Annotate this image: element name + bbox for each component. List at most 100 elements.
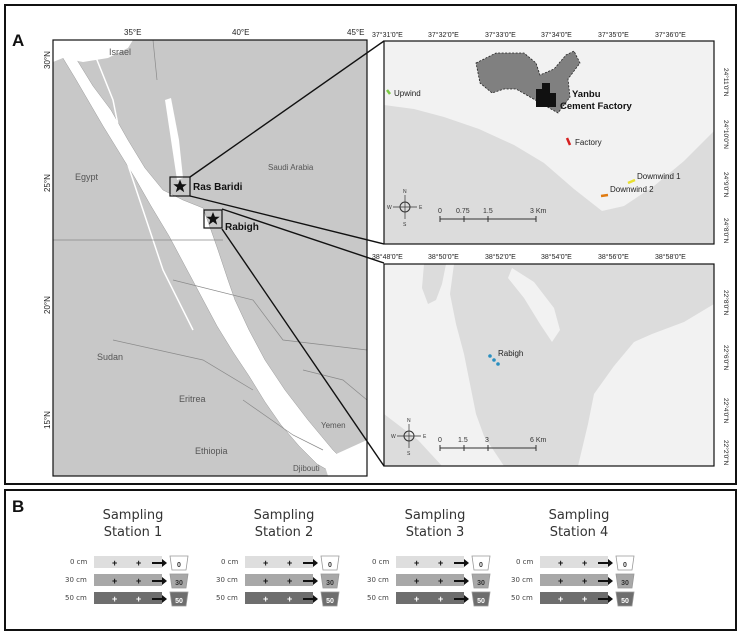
sample-point-icon: + — [263, 576, 268, 586]
depth-label: 0 cm — [516, 558, 534, 566]
arrow-icon — [152, 577, 167, 585]
country-label: Eritrea — [179, 394, 206, 404]
compass-s: S — [407, 451, 411, 457]
compass-n: N — [403, 189, 407, 195]
sample-container-icon — [169, 555, 189, 571]
station-title-line: Sampling — [548, 508, 610, 523]
factory-building — [536, 83, 556, 107]
soil-layer — [540, 574, 608, 586]
station-marker-downwind-1 — [627, 178, 636, 185]
sample-point-icon: + — [438, 576, 443, 586]
sample-point-icon: + — [287, 576, 292, 586]
station-marker-rabigh — [492, 358, 496, 362]
sample-point-icon: + — [287, 558, 292, 568]
sample-point-icon: + — [112, 558, 117, 568]
station-label: Downwind 2 — [610, 185, 654, 194]
sample-container-icon — [615, 555, 635, 571]
sample-point-icon: + — [263, 558, 268, 568]
station-title-line: Sampling — [253, 508, 315, 523]
depth-row: ++50 — [94, 591, 189, 607]
scale-label: 6 Km — [530, 437, 547, 444]
factory-label: Yanbu Cement Factory — [560, 89, 633, 112]
land — [384, 41, 714, 211]
soil-layer — [245, 592, 313, 604]
depth-row: ++30 — [245, 573, 340, 589]
depth-row: ++30 — [396, 573, 491, 589]
scale-label: 0 — [438, 437, 442, 444]
station-label: Downwind 1 — [637, 172, 681, 181]
inset-frame — [383, 263, 715, 467]
inset-rabigh: 38°48'0"E 38°50'0"E 38°52'0"E 38°54'0"E … — [372, 253, 730, 467]
depth-row: ++0 — [540, 555, 635, 571]
sample-tag: 0 — [479, 562, 483, 569]
depth-row: ++0 — [94, 555, 189, 571]
lon-tick: 38°50'0"E — [428, 253, 459, 261]
compass-n: N — [407, 418, 411, 424]
lon-tick: 37°33'0"E — [485, 31, 516, 39]
inset-frame — [383, 40, 715, 245]
compass-s: S — [403, 222, 407, 228]
lat-tick: 22°6'0"N — [722, 345, 730, 371]
lat-tick: 30°N — [43, 51, 52, 69]
scale-bar: 0 0.75 1.5 3 Km — [438, 208, 547, 222]
sample-point-icon: + — [438, 558, 443, 568]
lagoon — [422, 264, 446, 304]
lat-tick: 25°N — [43, 174, 52, 192]
soil-layer — [396, 556, 464, 568]
inset-yanbu: 37°31'0"E 37°32'0"E 37°33'0"E 37°34'0"E … — [372, 31, 730, 245]
island — [299, 334, 303, 338]
sample-point-icon: + — [414, 594, 419, 604]
sample-container-icon — [320, 555, 340, 571]
arrow-icon — [303, 595, 318, 603]
station-marker-rabigh — [488, 354, 492, 358]
arrow-icon — [454, 559, 469, 567]
sample-point-icon: + — [414, 558, 419, 568]
depth-label: 0 cm — [221, 558, 239, 566]
scale-bar: 0 1.5 3 6 Km — [438, 437, 547, 451]
station-title-line: Sampling — [102, 508, 164, 523]
depth-row: ++50 — [245, 591, 340, 607]
scale-label: 3 — [485, 437, 489, 444]
sea — [450, 264, 714, 466]
soil-layer — [94, 592, 162, 604]
country-label: Sudan — [97, 352, 123, 362]
lon-tick: 38°56'0"E — [598, 253, 629, 261]
sample-container-icon — [471, 591, 491, 607]
sample-tag: 50 — [175, 598, 183, 605]
compass-e: E — [423, 434, 427, 440]
lon-tick: 37°31'0"E — [372, 31, 403, 39]
lat-tick: 22°8'0"N — [722, 290, 730, 316]
arrow-icon — [598, 577, 613, 585]
station-marker-factory — [565, 137, 572, 146]
lon-tick: 37°35'0"E — [598, 31, 629, 39]
soil-layer — [540, 592, 608, 604]
scale-label: 3 Km — [530, 208, 547, 215]
sample-point-icon: + — [112, 594, 117, 604]
panel-a-label: A — [12, 31, 25, 50]
site-box-ras-baridi — [169, 176, 191, 197]
sample-container-icon — [471, 573, 491, 589]
sample-tag: 30 — [621, 580, 629, 587]
sample-point-icon: + — [558, 594, 563, 604]
depth-row: ++50 — [396, 591, 491, 607]
arrow-icon — [303, 577, 318, 585]
depth-label: 0 cm — [372, 558, 390, 566]
land-spit — [508, 268, 560, 342]
lat-tick: 24°8'0"N — [722, 218, 730, 244]
gulf-of-aqaba — [165, 98, 183, 180]
sample-tag: 0 — [177, 562, 181, 569]
lat-tick: 24°10'0"N — [722, 120, 730, 149]
lon-tick: 37°34'0"E — [541, 31, 572, 39]
country-label: Egypt — [75, 172, 99, 182]
sample-point-icon: + — [136, 576, 141, 586]
station-label: Factory — [575, 138, 602, 147]
arrow-icon — [303, 559, 318, 567]
nile-river — [92, 49, 194, 331]
sample-point-icon: + — [558, 576, 563, 586]
sample-container-icon — [615, 591, 635, 607]
sample-point-icon: + — [582, 576, 587, 586]
sample-tag: 0 — [623, 562, 627, 569]
lat-tick: 24°9'0"N — [722, 172, 730, 198]
